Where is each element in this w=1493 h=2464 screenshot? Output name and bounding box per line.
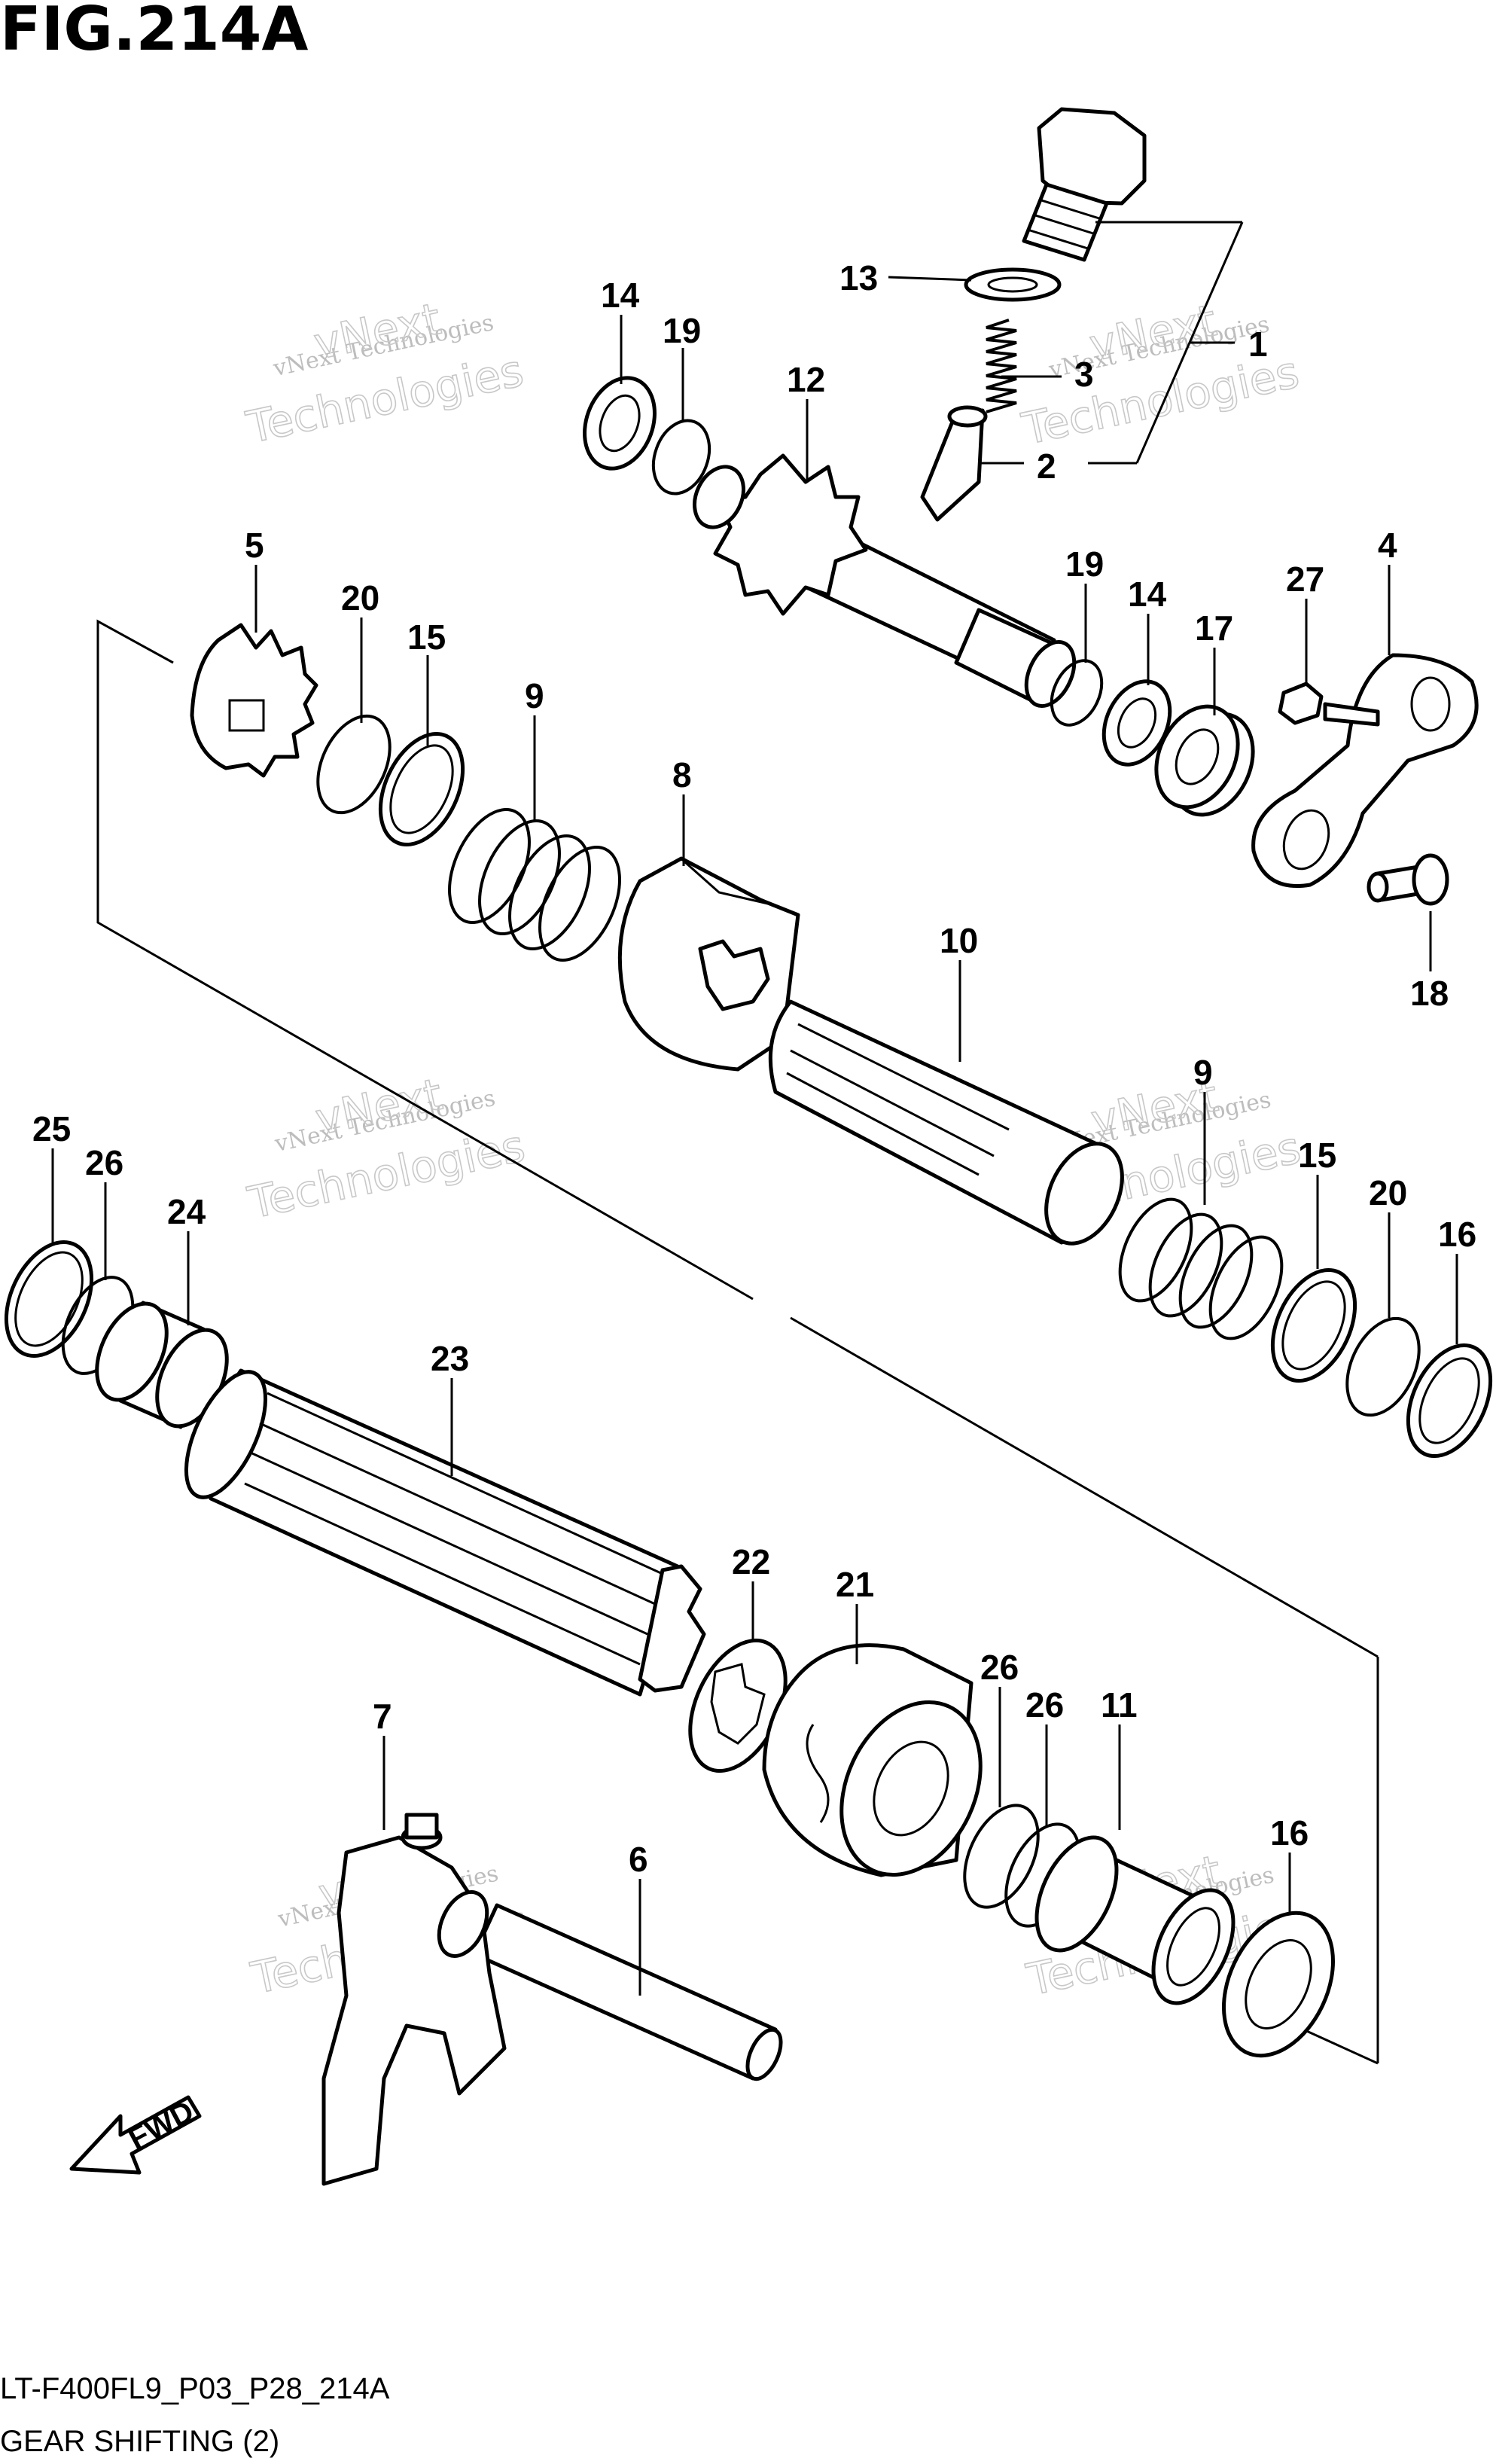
part-washer-14a: [583, 376, 657, 471]
callout-9a: 9: [525, 676, 544, 715]
part-nut-27: [1278, 682, 1324, 725]
callout-25: 25: [32, 1109, 71, 1148]
callout-14b: 14: [1128, 575, 1167, 614]
callout-13: 13: [839, 258, 878, 297]
callout-4: 4: [1378, 526, 1397, 565]
callout-19b: 19: [1065, 544, 1104, 584]
part-rod-6: [472, 1903, 783, 2081]
fwd-arrow-icon: FWD: [69, 2094, 202, 2175]
callout-15b: 15: [1298, 1136, 1336, 1175]
callout-20b: 20: [1369, 1173, 1407, 1212]
leader-lines: [51, 221, 1458, 1996]
part-circlip-19b: [1050, 659, 1104, 727]
part-washer-16a: [1406, 1343, 1493, 1459]
callout-18: 18: [1410, 974, 1449, 1013]
callout-19a: 19: [663, 311, 701, 350]
part-circlip-20b: [1345, 1316, 1421, 1417]
callout-21: 21: [836, 1565, 874, 1604]
callout-27: 27: [1286, 560, 1324, 599]
part-washer-16b: [1221, 1911, 1336, 2058]
callout-17: 17: [1195, 608, 1233, 648]
callout-15a: 15: [407, 618, 446, 657]
callout-1: 1: [1248, 325, 1268, 364]
callout-16a: 16: [1438, 1215, 1476, 1254]
callout-16b: 16: [1270, 1813, 1309, 1853]
part-washer-13: [964, 267, 1062, 302]
part-circlip-26b: [963, 1804, 1040, 1909]
part-lever-4: [1251, 653, 1479, 888]
part-spring-9b: [1118, 1197, 1284, 1340]
callout-22: 22: [732, 1542, 770, 1581]
part-spring-3: [986, 319, 1017, 413]
figure-title: FIG.214A: [0, 0, 308, 64]
callout-3: 3: [1074, 355, 1094, 394]
callout-7: 7: [373, 1697, 392, 1736]
callout-26a: 26: [85, 1143, 123, 1182]
callout-2: 2: [1037, 447, 1056, 486]
part-bolt-18: [1367, 853, 1449, 906]
assembly-outline: [96, 619, 1379, 2065]
part-pin-2: [920, 405, 988, 522]
part-washer-15b: [1270, 1267, 1357, 1383]
part-cam-8: [617, 856, 800, 1072]
callout-23: 23: [431, 1339, 469, 1378]
part-gear-shaft-12: [693, 453, 1077, 708]
callout-26c: 26: [1025, 1685, 1064, 1724]
figure-caption: GEAR SHIFTING (2): [0, 2425, 279, 2458]
callout-8: 8: [672, 755, 692, 794]
part-washer-25: [4, 1240, 94, 1359]
part-bolt: [1022, 107, 1147, 262]
callout-12: 12: [787, 360, 825, 399]
callout-9b: 9: [1193, 1053, 1213, 1092]
callout-11: 11: [1101, 1685, 1138, 1724]
part-circlip-19a: [651, 419, 711, 496]
callout-5: 5: [245, 526, 264, 565]
part-bushing-11: [1034, 1835, 1236, 2005]
part-fork-7: [321, 1813, 507, 2186]
part-gear-5: [190, 623, 318, 778]
callout-24: 24: [167, 1192, 206, 1231]
part-bearing-17: [1154, 704, 1255, 817]
callout-26b: 26: [980, 1648, 1019, 1687]
part-shaft-10: [768, 999, 1124, 1246]
callout-10: 10: [940, 921, 978, 960]
part-shaft-23: [184, 1368, 706, 1697]
figure-code: LT-F400FL9_P03_P28_214A: [0, 2372, 390, 2405]
callout-6: 6: [629, 1840, 648, 1879]
callout-labels: 1 2 3 4 5 6 7 8 9 9 10 11 12 13 14 14 15…: [32, 258, 1476, 1879]
part-drum-21: [762, 1643, 983, 1877]
part-spring-9a: [448, 808, 621, 962]
part-circlip-20a: [316, 714, 392, 815]
fwd-label: FWD: [123, 2094, 200, 2156]
callout-14a: 14: [601, 276, 640, 315]
part-washer-15a: [378, 731, 465, 847]
callout-20a: 20: [341, 578, 379, 618]
